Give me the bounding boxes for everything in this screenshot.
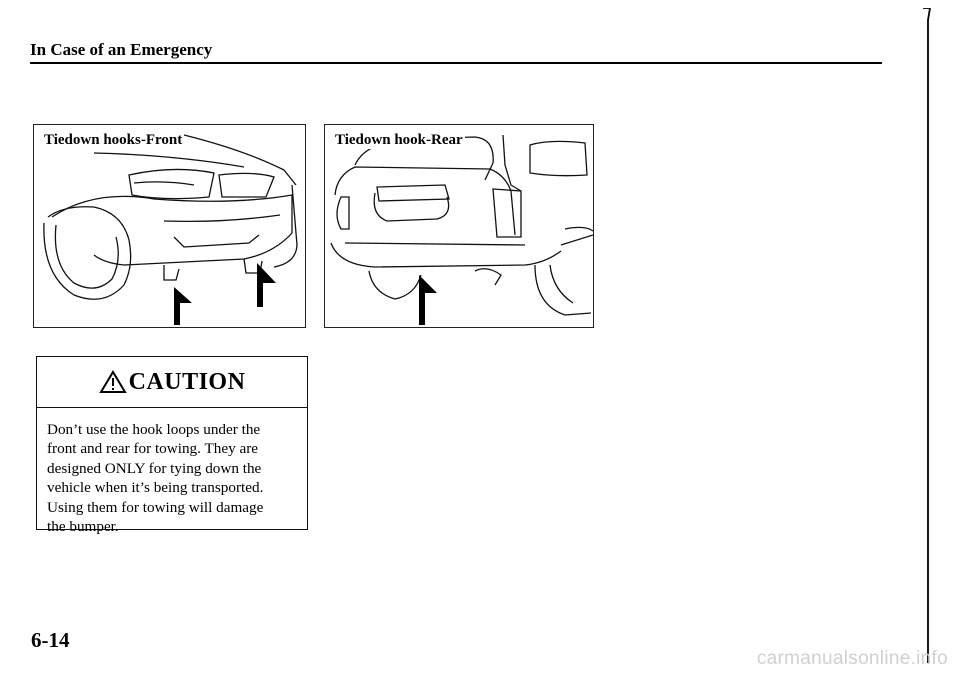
rear-car-illustration bbox=[330, 134, 593, 325]
caution-header: CAUTION bbox=[37, 357, 307, 408]
warning-triangle-icon bbox=[98, 370, 127, 393]
caution-line: vehicle when it’s being transported. bbox=[47, 479, 264, 497]
caution-line: Don’t use the hook loops under the bbox=[47, 421, 261, 438]
page-edge-mark bbox=[923, 8, 931, 663]
caution-title: CAUTION bbox=[128, 368, 246, 395]
figure-rear-label: Tiedown hook-Rear bbox=[333, 132, 465, 149]
caution-line: the bumper. bbox=[47, 518, 119, 536]
figure-tiedown-front: Tiedown hooks-Front bbox=[33, 124, 306, 328]
figure-front-label: Tiedown hooks-Front bbox=[42, 132, 185, 149]
header-rule bbox=[30, 62, 882, 64]
caution-line: designed ONLY for tying down the bbox=[47, 459, 262, 477]
watermark: carmanualsonline.info bbox=[756, 648, 948, 669]
front-car-illustration bbox=[43, 134, 298, 325]
caution-box: CAUTION Don’t use the hook loops under t… bbox=[36, 356, 308, 535]
page-header-title: In Case of an Emergency bbox=[30, 40, 213, 59]
page-number: 6-14 bbox=[31, 628, 70, 652]
figure-tiedown-rear: Tiedown hook-Rear bbox=[324, 124, 594, 328]
caution-line: front and rear for towing. They are bbox=[47, 440, 258, 458]
caution-text: Don’t use the hook loops under the front… bbox=[37, 408, 307, 536]
caution-line: Using them for towing will damage bbox=[47, 498, 264, 516]
